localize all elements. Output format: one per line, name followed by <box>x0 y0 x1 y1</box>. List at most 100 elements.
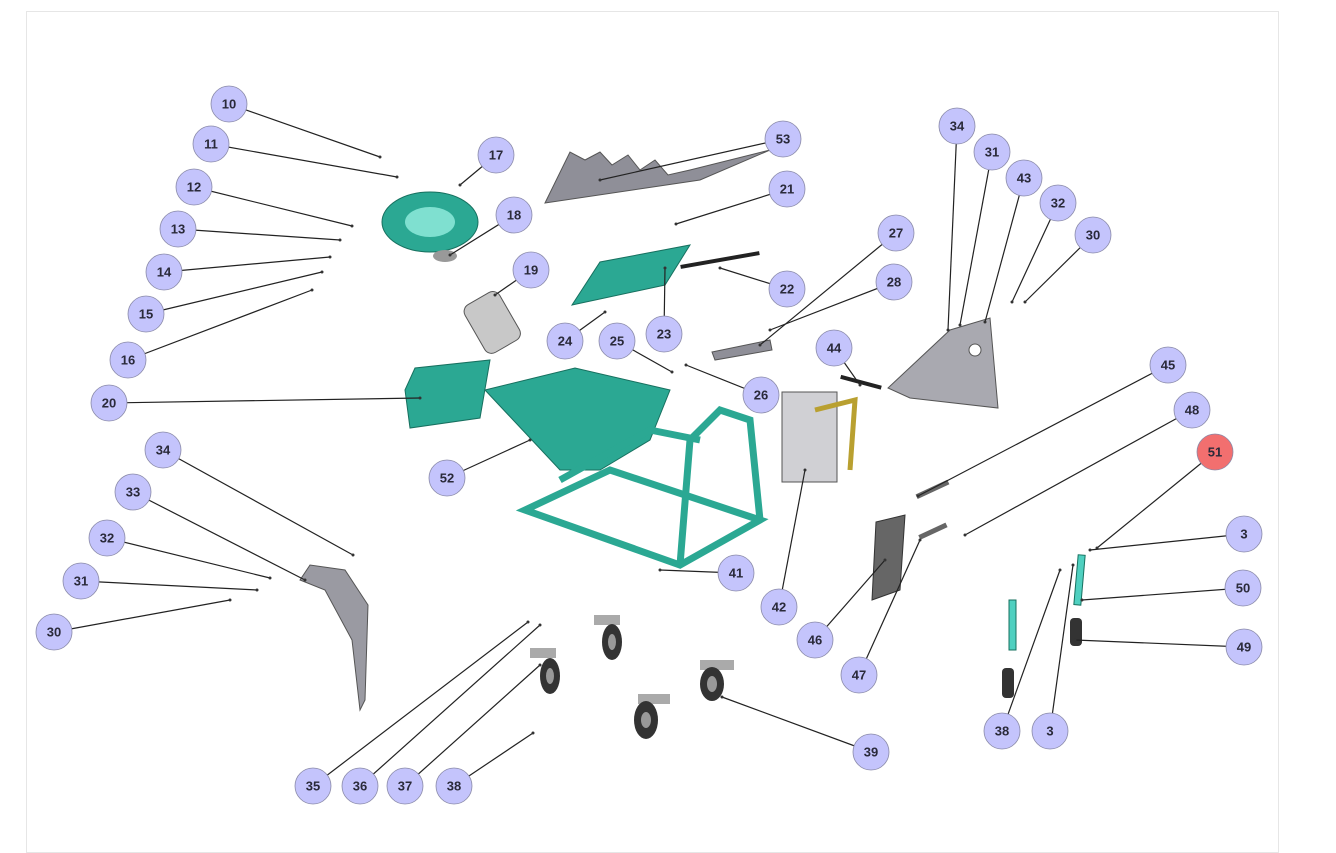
callout-20[interactable]: 20 <box>90 384 128 422</box>
callout-circle[interactable] <box>145 253 183 291</box>
callout-circle[interactable] <box>386 767 424 805</box>
callout-circle[interactable] <box>1225 515 1263 553</box>
callout-circle[interactable] <box>877 214 915 252</box>
callout-circle[interactable] <box>938 107 976 145</box>
callout-3[interactable]: 3 <box>1225 515 1263 553</box>
callout-18[interactable]: 18 <box>495 196 533 234</box>
callout-circle[interactable] <box>764 120 802 158</box>
callout-circle[interactable] <box>645 315 683 353</box>
callout-34[interactable]: 34 <box>938 107 976 145</box>
callout-circle[interactable] <box>294 767 332 805</box>
callout-circle[interactable] <box>109 341 147 379</box>
callout-circle[interactable] <box>477 136 515 174</box>
callout-28[interactable]: 28 <box>875 263 913 301</box>
callout-38[interactable]: 38 <box>983 712 1021 750</box>
callout-circle[interactable] <box>88 519 126 557</box>
callout-44[interactable]: 44 <box>815 329 853 367</box>
callout-circle[interactable] <box>768 270 806 308</box>
callout-27[interactable]: 27 <box>877 214 915 252</box>
callout-circle[interactable] <box>428 459 466 497</box>
callout-circle[interactable] <box>840 656 878 694</box>
callout-22[interactable]: 22 <box>768 270 806 308</box>
callout-circle[interactable] <box>35 613 73 651</box>
callout-30[interactable]: 30 <box>35 613 73 651</box>
callout-45[interactable]: 45 <box>1149 346 1187 384</box>
callout-circle[interactable] <box>1039 184 1077 222</box>
callout-circle[interactable] <box>973 133 1011 171</box>
callout-10[interactable]: 10 <box>210 85 248 123</box>
callout-circle[interactable] <box>1005 159 1043 197</box>
callout-47[interactable]: 47 <box>840 656 878 694</box>
callout-circle[interactable] <box>598 322 636 360</box>
callout-circle[interactable] <box>546 322 584 360</box>
callout-circle[interactable] <box>159 210 197 248</box>
callout-38[interactable]: 38 <box>435 767 473 805</box>
callout-12[interactable]: 12 <box>175 168 213 206</box>
callout-37[interactable]: 37 <box>386 767 424 805</box>
callout-50[interactable]: 50 <box>1224 569 1262 607</box>
callout-circle[interactable] <box>742 376 780 414</box>
callout-42[interactable]: 42 <box>760 588 798 626</box>
callout-circle[interactable] <box>1196 433 1234 471</box>
callout-35[interactable]: 35 <box>294 767 332 805</box>
callout-23[interactable]: 23 <box>645 315 683 353</box>
callout-41[interactable]: 41 <box>717 554 755 592</box>
callout-11[interactable]: 11 <box>192 125 230 163</box>
callout-48[interactable]: 48 <box>1173 391 1211 429</box>
callout-16[interactable]: 16 <box>109 341 147 379</box>
callout-circle[interactable] <box>1225 628 1263 666</box>
callout-15[interactable]: 15 <box>127 295 165 333</box>
callout-label: 22 <box>780 282 794 297</box>
callout-43[interactable]: 43 <box>1005 159 1043 197</box>
callout-34[interactable]: 34 <box>144 431 182 469</box>
callout-30[interactable]: 30 <box>1074 216 1112 254</box>
callout-13[interactable]: 13 <box>159 210 197 248</box>
callout-circle[interactable] <box>815 329 853 367</box>
callout-circle[interactable] <box>875 263 913 301</box>
callout-51[interactable]: 51 <box>1196 433 1234 471</box>
callout-circle[interactable] <box>717 554 755 592</box>
callout-32[interactable]: 32 <box>1039 184 1077 222</box>
callout-circle[interactable] <box>341 767 379 805</box>
callout-21[interactable]: 21 <box>768 170 806 208</box>
callout-circle[interactable] <box>1224 569 1262 607</box>
callout-circle[interactable] <box>210 85 248 123</box>
callout-39[interactable]: 39 <box>852 733 890 771</box>
callout-circle[interactable] <box>768 170 806 208</box>
callout-circle[interactable] <box>1173 391 1211 429</box>
callout-3[interactable]: 3 <box>1031 712 1069 750</box>
callout-circle[interactable] <box>127 295 165 333</box>
callout-circle[interactable] <box>512 251 550 289</box>
callout-circle[interactable] <box>1074 216 1112 254</box>
callout-19[interactable]: 19 <box>512 251 550 289</box>
callout-circle[interactable] <box>114 473 152 511</box>
callout-circle[interactable] <box>175 168 213 206</box>
callout-24[interactable]: 24 <box>546 322 584 360</box>
callout-circle[interactable] <box>192 125 230 163</box>
callout-circle[interactable] <box>852 733 890 771</box>
callout-33[interactable]: 33 <box>114 473 152 511</box>
callout-36[interactable]: 36 <box>341 767 379 805</box>
callout-circle[interactable] <box>435 767 473 805</box>
callout-circle[interactable] <box>760 588 798 626</box>
callout-46[interactable]: 46 <box>796 621 834 659</box>
callout-31[interactable]: 31 <box>62 562 100 600</box>
callout-circle[interactable] <box>983 712 1021 750</box>
callout-circle[interactable] <box>90 384 128 422</box>
callout-49[interactable]: 49 <box>1225 628 1263 666</box>
part-piping <box>814 396 858 471</box>
callout-14[interactable]: 14 <box>145 253 183 291</box>
callout-52[interactable]: 52 <box>428 459 466 497</box>
callout-circle[interactable] <box>1149 346 1187 384</box>
callout-circle[interactable] <box>495 196 533 234</box>
callout-circle[interactable] <box>62 562 100 600</box>
callout-circle[interactable] <box>796 621 834 659</box>
callout-53[interactable]: 53 <box>764 120 802 158</box>
callout-31[interactable]: 31 <box>973 133 1011 171</box>
callout-circle[interactable] <box>1031 712 1069 750</box>
callout-32[interactable]: 32 <box>88 519 126 557</box>
callout-17[interactable]: 17 <box>477 136 515 174</box>
callout-26[interactable]: 26 <box>742 376 780 414</box>
callout-25[interactable]: 25 <box>598 322 636 360</box>
callout-circle[interactable] <box>144 431 182 469</box>
